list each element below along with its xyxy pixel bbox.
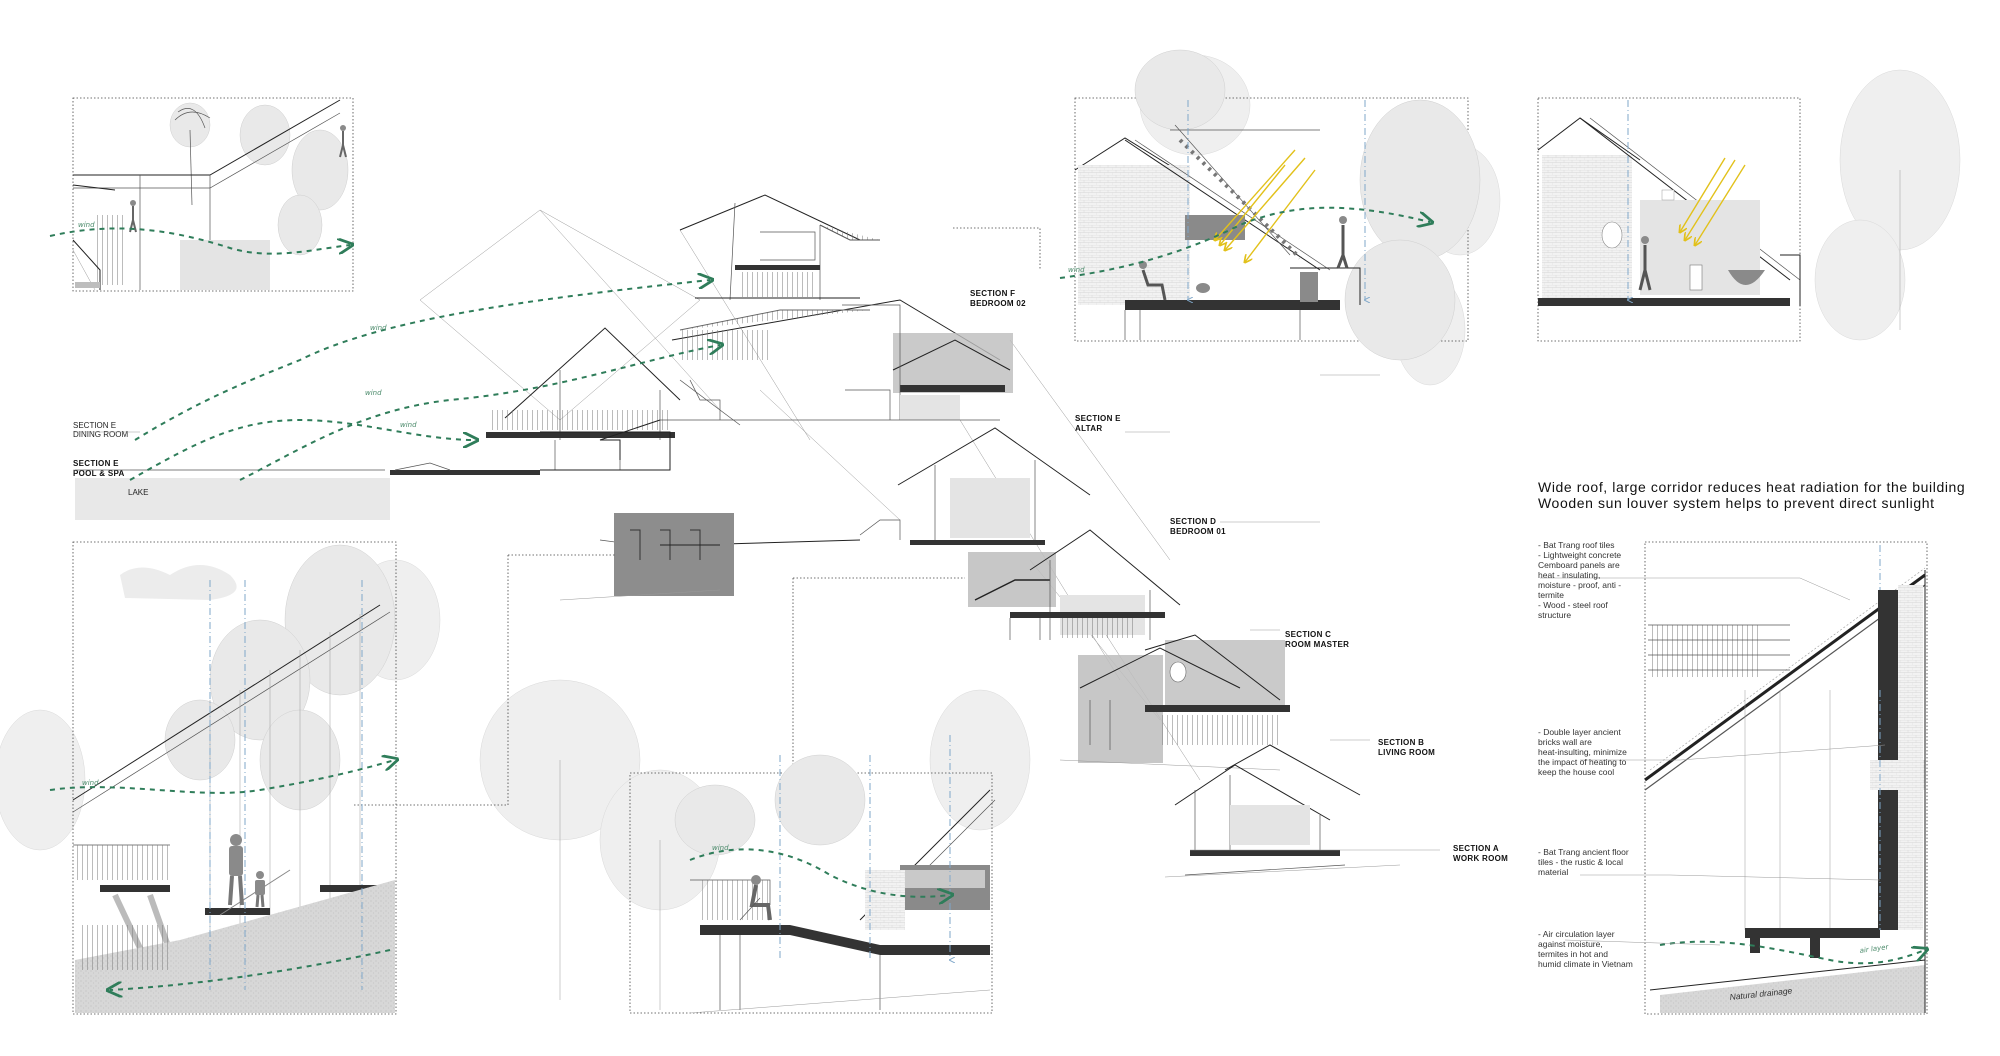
wind-label: wind <box>712 844 729 852</box>
heading-line-1: Wide roof, large corridor reduces heat r… <box>1538 479 1965 495</box>
panel-reading-corner: wind <box>629 735 996 1014</box>
section-a-label: SECTION A <box>1453 844 1499 853</box>
panel-wall-detail: air layer Natural drainage <box>1540 541 1927 1015</box>
svg-text:SECTION B: SECTION B <box>1378 738 1424 747</box>
svg-text:SECTION E: SECTION E <box>73 421 116 430</box>
svg-text:SECTION F: SECTION F <box>970 289 1015 298</box>
svg-text:ROOM MASTER: ROOM MASTER <box>1285 640 1349 649</box>
svg-text:SECTION E: SECTION E <box>73 459 119 468</box>
wind-label: wind <box>370 324 387 332</box>
svg-text:BEDROOM 02: BEDROOM 02 <box>970 299 1026 308</box>
section-d-room: BEDROOM 01 <box>1170 527 1226 536</box>
panel-glass-roof: wind <box>49 541 396 1015</box>
note-air: - Air circulation layer against moisture… <box>1538 929 1633 969</box>
svg-text:DINING ROOM: DINING ROOM <box>73 430 128 439</box>
sun-rays <box>1680 157 1746 245</box>
svg-text:SECTION E: SECTION E <box>1075 414 1121 423</box>
note-floor: - Bat Trang ancient floor tiles - the ru… <box>1538 847 1631 877</box>
section-f-drawing <box>679 194 880 301</box>
section-e-pool-room: POOL & SPA <box>73 469 125 478</box>
panel-stair-perspective: wind <box>49 97 353 292</box>
svg-text:LIVING ROOM: LIVING ROOM <box>1378 748 1435 757</box>
air-layer-label: air layer <box>1859 943 1890 955</box>
section-e-dining-label: SECTION E <box>73 421 116 430</box>
section-c-label: SECTION C <box>1285 630 1331 639</box>
lake-label: LAKE <box>128 488 148 497</box>
panel-corridor-sun: wind <box>1059 49 1481 361</box>
svg-text:BEDROOM 01: BEDROOM 01 <box>1170 527 1226 536</box>
note-roof: - Bat Trang roof tiles - Lightweight con… <box>1538 540 1624 620</box>
section-f-room: BEDROOM 02 <box>970 299 1026 308</box>
wind-label: wind <box>1068 266 1085 274</box>
section-d-label: SECTION D <box>1170 517 1216 526</box>
heading-line-2: Wooden sun louver system helps to preven… <box>1538 495 1935 511</box>
wind-label: wind <box>78 221 95 229</box>
section-e-altar-label: SECTION E <box>1075 414 1121 423</box>
section-e-pool-label: SECTION E <box>73 459 119 468</box>
svg-text:ALTAR: ALTAR <box>1075 424 1102 433</box>
section-e-drawing <box>75 299 1013 520</box>
svg-text:POOL & SPA: POOL & SPA <box>73 469 125 478</box>
panel-bathroom-sun <box>1537 97 1801 342</box>
section-c-room: ROOM MASTER <box>1285 640 1349 649</box>
section-e-dining-room: DINING ROOM <box>73 430 128 439</box>
wind-label: wind <box>400 421 417 429</box>
svg-text:WORK ROOM: WORK ROOM <box>1453 854 1508 863</box>
section-a-drawing <box>1164 744 1401 878</box>
section-f-label: SECTION F <box>970 289 1015 298</box>
section-b-label: SECTION B <box>1378 738 1424 747</box>
explanation-block: Wide roof, large corridor reduces heat r… <box>1538 479 1965 969</box>
section-b-drawing <box>1059 634 1290 771</box>
wind-label: wind <box>365 389 382 397</box>
sun-rays <box>1215 149 1316 262</box>
section-b-room: LIVING ROOM <box>1378 748 1435 757</box>
section-d-drawing <box>559 427 1091 601</box>
section-a-room: WORK ROOM <box>1453 854 1508 863</box>
svg-text:SECTION A: SECTION A <box>1453 844 1499 853</box>
note-wall: - Double layer ancient bricks wall are h… <box>1538 727 1629 777</box>
wind-label: wind <box>82 779 99 787</box>
exploded-sections: wind wind wind SECTION F BEDROOM 02 SECT… <box>73 194 1508 878</box>
section-c-drawing <box>968 529 1181 640</box>
svg-text:SECTION D: SECTION D <box>1170 517 1216 526</box>
svg-text:SECTION C: SECTION C <box>1285 630 1331 639</box>
section-e-altar-room: ALTAR <box>1075 424 1102 433</box>
